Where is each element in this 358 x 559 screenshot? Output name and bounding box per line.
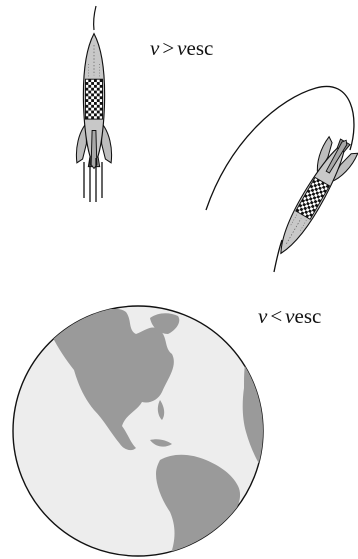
escape-velocity-symbol: v (285, 304, 294, 328)
velocity-symbol: v (150, 36, 159, 60)
escape-subscript: esc (187, 36, 214, 60)
velocity-symbol: v (258, 304, 267, 328)
comparison-operator: < (270, 304, 282, 328)
escaping-rocket (76, 34, 111, 169)
comparison-operator: > (162, 36, 174, 60)
returning-rocket (266, 132, 358, 262)
escape-condition-label: v>vesc (150, 38, 213, 59)
return-condition-label: v<vesc (258, 306, 321, 327)
escape-velocity-symbol: v (177, 36, 186, 60)
earth (13, 297, 263, 556)
escape-subscript: esc (295, 304, 322, 328)
escape-trajectory (94, 6, 96, 30)
